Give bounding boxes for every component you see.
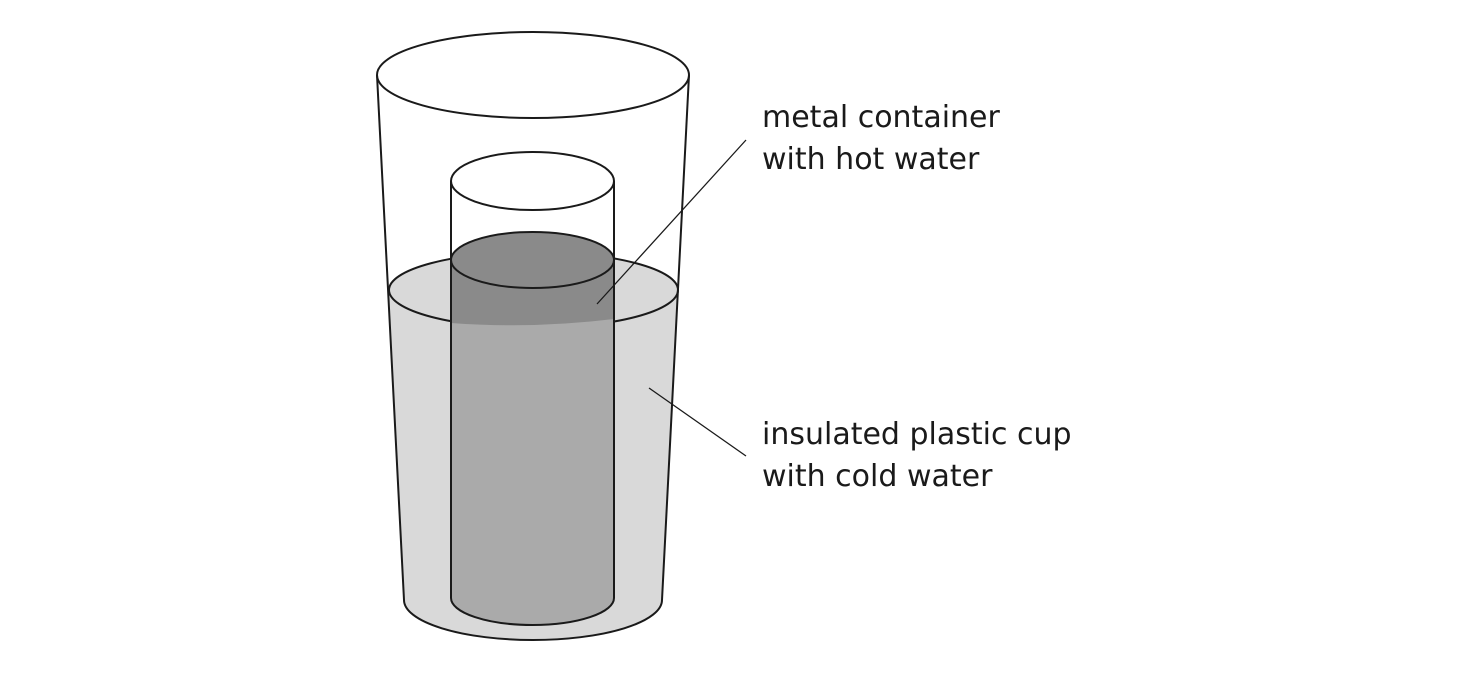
plastic-cup-leader-line: [648, 387, 747, 457]
metal-container-leader-line: [596, 139, 747, 305]
hot-water-body: [451, 260, 614, 625]
plastic-cup-label-line2: with cold water: [762, 459, 993, 494]
metal-container-label: metal container with hot water: [762, 100, 1009, 177]
metal-container-label-line1: metal container: [762, 100, 1001, 135]
plastic-cup-label: insulated plastic cup with cold water: [762, 417, 1081, 494]
hot-water-surface: [450, 231, 615, 289]
metal-container-label-line2: with hot water: [762, 142, 980, 177]
metal-container-rim: [450, 151, 615, 211]
metal-container-outline: [450, 181, 615, 626]
plastic-cup-rim: [376, 31, 690, 119]
plastic-cup-label-line1: insulated plastic cup: [762, 417, 1072, 452]
plastic-cup-outline: [376, 74, 690, 641]
